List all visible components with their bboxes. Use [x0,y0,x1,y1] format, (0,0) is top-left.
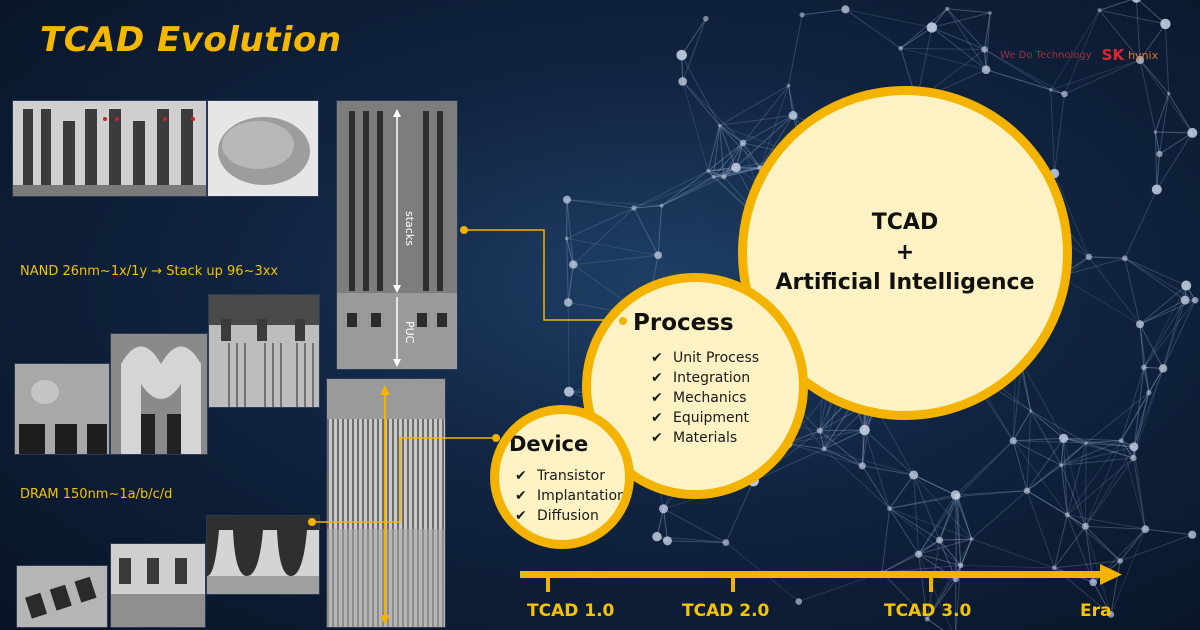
stacks-label: stacks [403,211,416,246]
ai-line-tcad: TCAD [871,210,939,235]
dram-label: DRAM 150nm~1a/b/c/d [20,487,173,502]
list-item: ✔Integration [651,370,751,386]
ai-line-plus: + [895,240,915,265]
device-circle: Device ✔Transistor ✔Implantation ✔Diffus… [490,405,634,549]
ai-line-ai: Artificial Intelligence [775,270,1035,295]
device-title: Device [509,432,589,456]
device-list: ✔Transistor ✔Implantation ✔Diffusion [515,466,626,526]
dram-micrograph-5 [110,543,206,628]
logo-tagline: We Do Technology [1000,49,1092,61]
process-dot [619,317,627,325]
dram-micrograph-4 [16,565,108,628]
timeline-label-era: Era [1080,601,1112,621]
wafer-photo [207,100,319,197]
process-title: Process [633,310,734,336]
sk-hynix-logo: We Do Technology SK hynix [1000,44,1158,66]
timeline-label-tcad-1: TCAD 1.0 [527,601,615,621]
timeline-label-tcad-3: TCAD 3.0 [884,601,972,621]
nand-structure-image [13,101,206,196]
nand-micrograph-1 [12,100,207,197]
dram-column-micrograph [326,378,446,628]
puc-label: PUC [403,321,416,344]
wafer-image [208,101,318,196]
timeline-label-tcad-2: TCAD 2.0 [682,601,770,621]
list-item: ✔Diffusion [515,508,599,524]
dram-micrograph-6 [206,515,320,595]
list-item: ✔Unit Process [651,350,760,366]
process-circle: Process ✔Unit Process ✔Integration ✔Mech… [582,273,808,499]
process-list: ✔Unit Process ✔Integration ✔Mechanics ✔E… [651,348,759,448]
page-title: TCAD Evolution [40,20,342,60]
dram-micrograph-1 [14,363,110,455]
dram-micrograph-3 [208,294,320,408]
logo-brand: SK [1101,46,1125,64]
nand-stack-micrograph: stacks PUC [336,100,458,370]
list-item: ✔Transistor [515,468,605,484]
list-item: ✔Materials [651,430,738,446]
nand-stack-image [337,101,457,369]
dram-micrograph-2 [110,333,208,455]
nand-label: NAND 26nm~1x/1y → Stack up 96~3xx [20,264,279,279]
list-item: ✔Mechanics [651,390,747,406]
list-item: ✔Implantation [515,488,626,504]
list-item: ✔Equipment [651,410,749,426]
device-dot [492,434,500,442]
logo-brand-sub: hynix [1128,48,1159,62]
